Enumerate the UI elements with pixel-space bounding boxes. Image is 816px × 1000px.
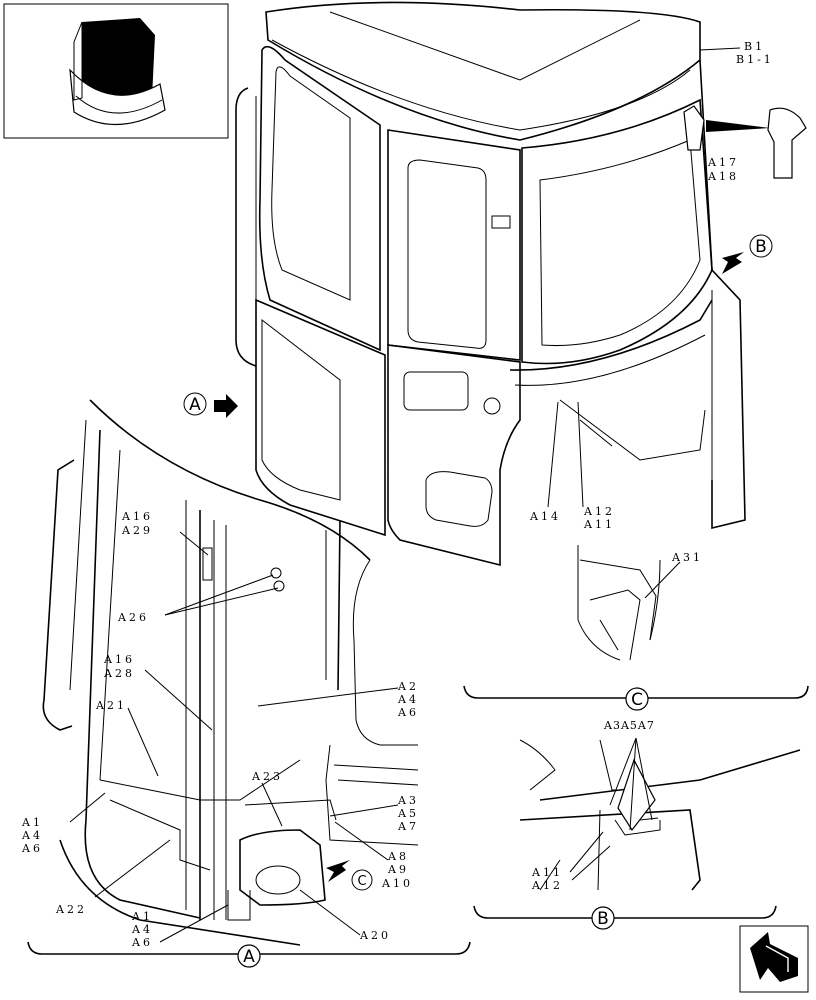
view-b-label: B [591, 906, 615, 930]
callout-a6-right: A6 [397, 706, 419, 719]
callout-labels: B1 B1-1 A17 A18 A14 A12 A11 A31 A16 A29 … [21, 40, 774, 949]
detail-view-c [577, 545, 661, 661]
callout-a2: A2 [397, 680, 419, 693]
view-b-pointer-label: B [755, 237, 767, 257]
view-c-pointer: C [326, 860, 373, 891]
callout-a8: A8 [387, 850, 409, 863]
callout-a29: A29 [121, 524, 153, 537]
callout-a11-top: A11 [583, 518, 615, 531]
callout-a28: A28 [103, 667, 135, 680]
callout-a9: A9 [387, 863, 409, 876]
callout-a14: A14 [529, 510, 561, 523]
callout-a22: A22 [55, 903, 87, 916]
view-c-pointer-label: C [357, 874, 366, 889]
view-a-label: A [237, 944, 261, 968]
callout-a26: A26 [117, 611, 149, 624]
detail-view-a [42, 399, 419, 946]
callout-a10: A10 [381, 877, 413, 890]
callout-a23: A23 [251, 770, 283, 783]
cab-main-view [235, 1, 807, 567]
view-c-label: C [625, 687, 649, 711]
cab-thumbnail-icon [3, 3, 229, 139]
view-c-label-text: C [631, 690, 643, 710]
view-b-label-text: B [597, 909, 609, 929]
leader-lines [69, 47, 741, 943]
view-a-pointer: A [183, 392, 238, 418]
callout-a1-bottom: A1 [131, 910, 153, 923]
callout-a6-left: A6 [21, 842, 43, 855]
view-b-pointer: B [722, 234, 773, 274]
callout-a20: A20 [359, 929, 391, 942]
callout-a31: A31 [671, 551, 703, 564]
callout-a5-right: A5 [397, 807, 419, 820]
callout-a4-left: A4 [21, 829, 43, 842]
view-b-bracket [473, 905, 777, 919]
callout-a7-right: A7 [397, 820, 419, 833]
view-a-pointer-label: A [189, 395, 201, 415]
callout-a1-left: A1 [21, 816, 43, 829]
callout-a11-c: A11 [531, 866, 563, 879]
callout-b1-1: B1-1 [736, 53, 774, 66]
callout-a16-mid: A16 [103, 653, 135, 666]
callout-a4-bottom: A4 [131, 923, 153, 936]
detail-view-b [519, 739, 801, 891]
callout-a12-top: A12 [583, 505, 615, 518]
callout-a16-top: A16 [121, 510, 153, 523]
next-page-arrow-icon[interactable] [739, 925, 809, 993]
callout-a3-right: A3 [397, 794, 419, 807]
callout-b1: B1 [744, 40, 765, 53]
callout-a4-right: A4 [397, 693, 419, 706]
callout-a18: A18 [707, 170, 739, 183]
callout-a21: A21 [95, 699, 127, 712]
callout-a3a5a7: A3A5A7 [603, 719, 655, 732]
callout-a17: A17 [707, 156, 739, 169]
view-a-label-text: A [243, 947, 255, 967]
callout-a12-c: A12 [531, 879, 563, 892]
callout-a6-bottom: A6 [131, 936, 153, 949]
